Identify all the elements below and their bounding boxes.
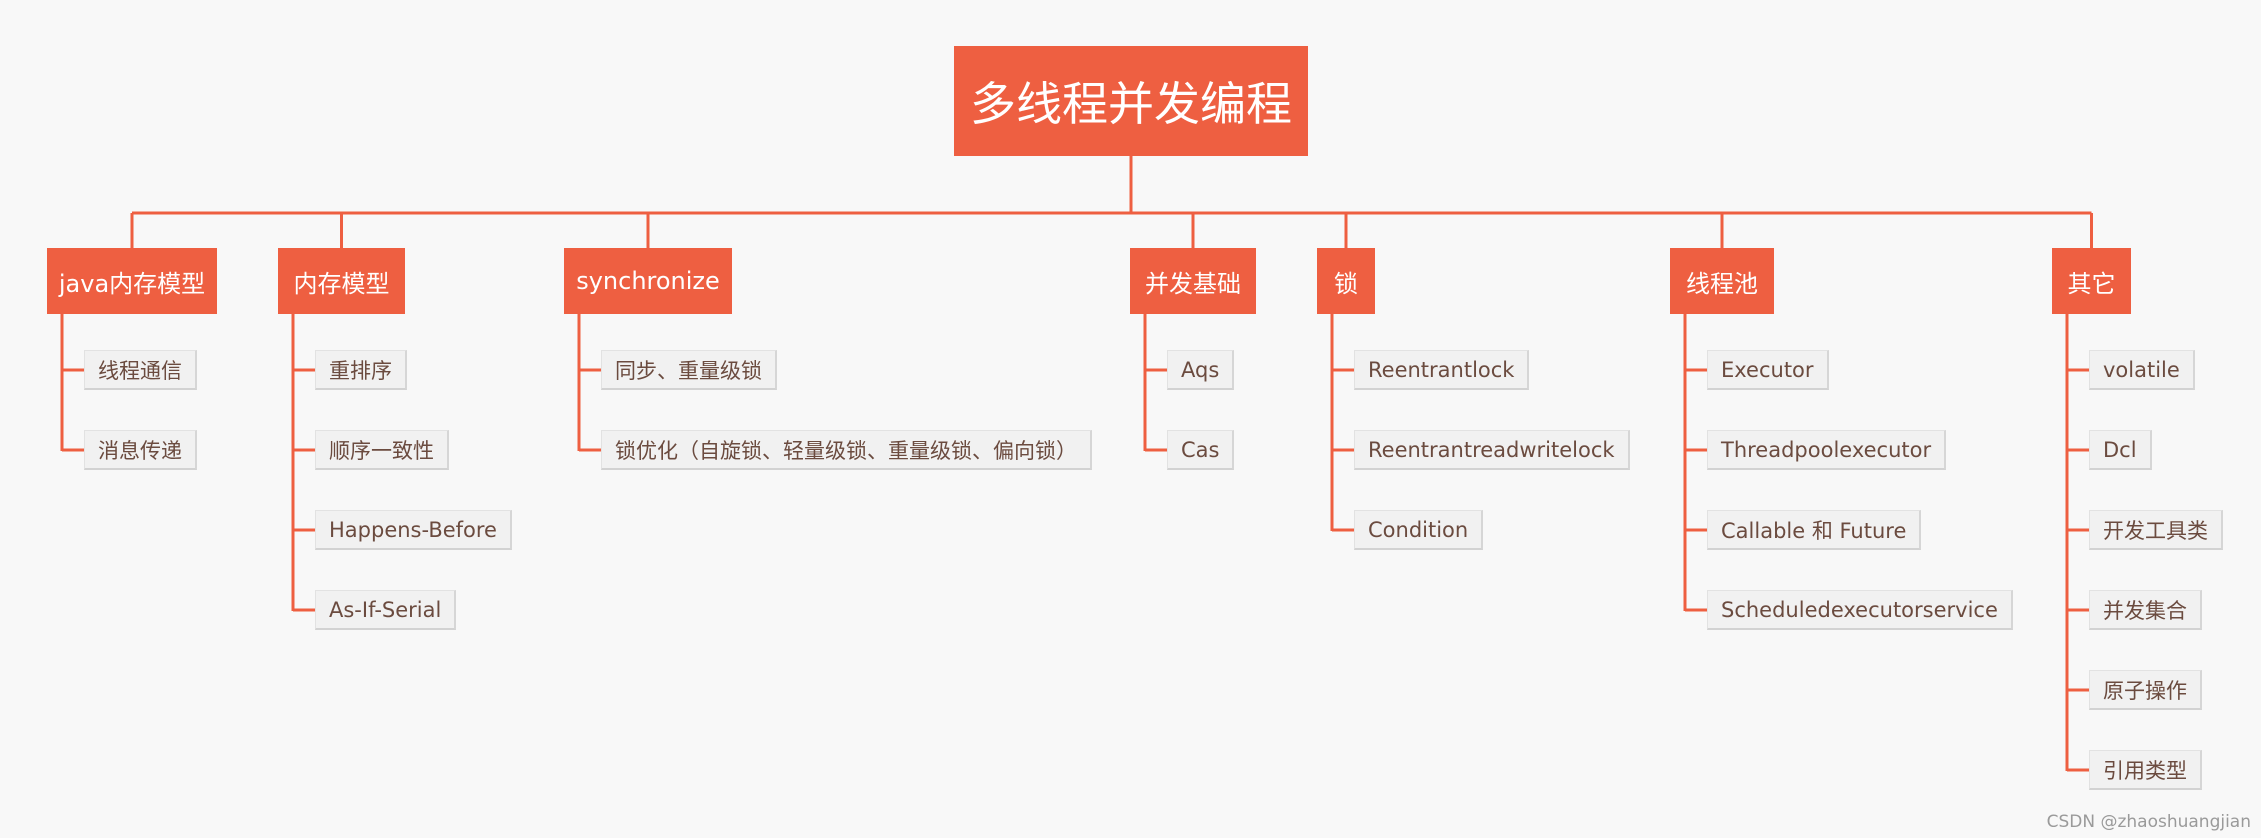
leaf-node[interactable]: Condition (1354, 510, 1484, 550)
leaf-node[interactable]: 消息传递 (84, 430, 197, 470)
leaf-node[interactable]: Dcl (2089, 430, 2152, 470)
leaf-node[interactable]: 锁优化（自旋锁、轻量级锁、重量级锁、偏向锁） (601, 430, 1092, 470)
branch-node[interactable]: synchronize (564, 248, 732, 314)
leaf-node[interactable]: 顺序一致性 (315, 430, 449, 470)
leaf-node[interactable]: 重排序 (315, 350, 407, 390)
branch-node[interactable]: 其它 (2052, 248, 2131, 314)
leaf-node[interactable]: volatile (2089, 350, 2195, 390)
leaf-node[interactable]: 并发集合 (2089, 590, 2202, 630)
leaf-node[interactable]: 线程通信 (84, 350, 197, 390)
leaf-node[interactable]: Cas (1167, 430, 1235, 470)
branch-node[interactable]: 内存模型 (278, 248, 405, 314)
leaf-node[interactable]: 同步、重量级锁 (601, 350, 777, 390)
branch-node[interactable]: java内存模型 (47, 248, 217, 314)
leaf-node[interactable]: 开发工具类 (2089, 510, 2223, 550)
leaf-node[interactable]: As-If-Serial (315, 590, 457, 630)
branch-node[interactable]: 锁 (1317, 248, 1375, 314)
leaf-node[interactable]: Threadpoolexecutor (1707, 430, 1947, 470)
branch-node[interactable]: 并发基础 (1130, 248, 1256, 314)
watermark: CSDN @zhaoshuangjian (2046, 812, 2251, 832)
leaf-node[interactable]: Executor (1707, 350, 1829, 390)
root-node[interactable]: 多线程并发编程 (954, 46, 1308, 156)
leaf-node[interactable]: Reentrantlock (1354, 350, 1530, 390)
leaf-node[interactable]: Reentrantreadwritelock (1354, 430, 1630, 470)
branch-node[interactable]: 线程池 (1670, 248, 1774, 314)
leaf-node[interactable]: Callable 和 Future (1707, 510, 1922, 550)
leaf-node[interactable]: 原子操作 (2089, 670, 2202, 710)
leaf-node[interactable]: Happens-Before (315, 510, 512, 550)
leaf-node[interactable]: Scheduledexecutorservice (1707, 590, 2013, 630)
leaf-node[interactable]: Aqs (1167, 350, 1235, 390)
leaf-node[interactable]: 引用类型 (2089, 750, 2202, 790)
